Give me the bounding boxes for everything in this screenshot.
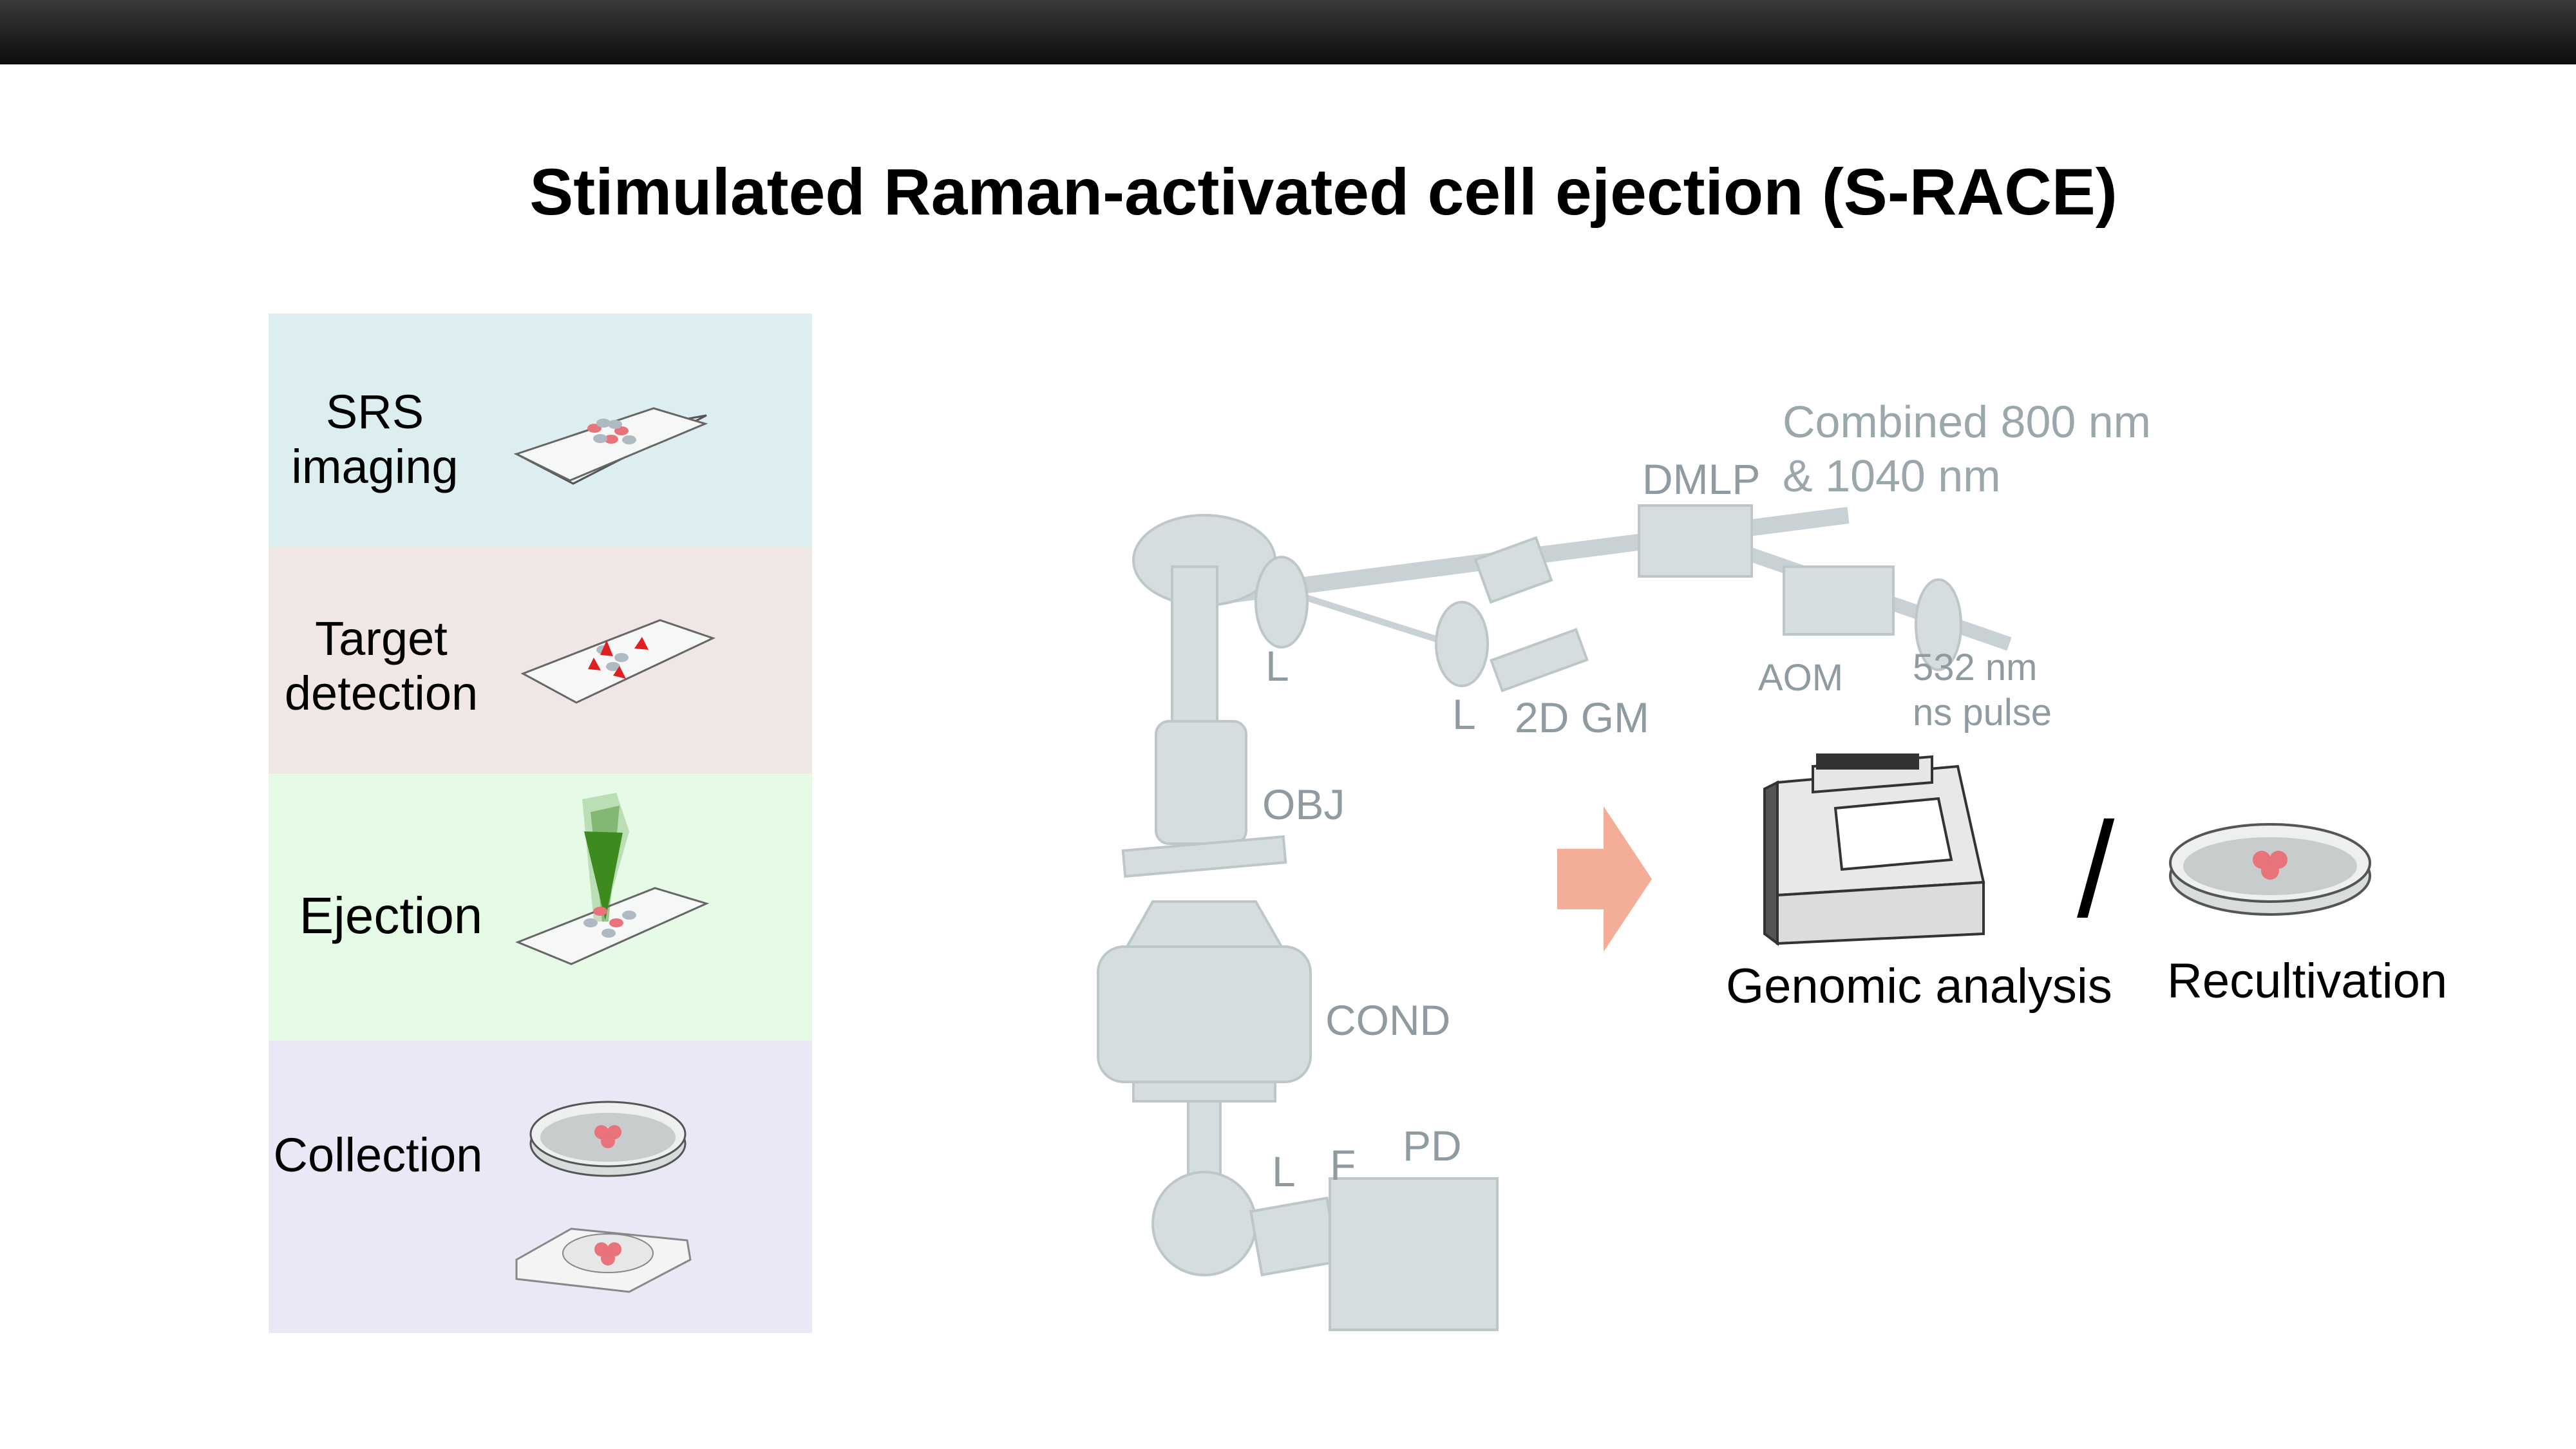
petri-dish-icon (2169, 823, 2371, 916)
pulse-label: 532 nm ns pulse (1913, 647, 2052, 734)
galvo-label: 2D GM (1515, 694, 1650, 741)
objective-icon (1155, 720, 1247, 845)
collection-dish-icon (515, 1101, 692, 1293)
laser-label: Combined 800 nm & 1040 nm (1783, 397, 2151, 501)
condenser-label: COND (1325, 996, 1451, 1044)
step-label: SRS imaging (291, 385, 459, 494)
dmlp-label: DMLP (1642, 455, 1761, 503)
objective-label: OBJ (1262, 781, 1345, 828)
filter-label: F (1330, 1141, 1356, 1189)
dmlp-icon (1638, 504, 1753, 578)
photodiode-icon (1329, 1177, 1499, 1331)
lens-icon (1435, 601, 1489, 687)
lens-label: L (1265, 642, 1289, 690)
aom-icon (1783, 565, 1895, 636)
separator-slash: / (2077, 794, 2115, 945)
step-panel-srs-imaging: SRS imaging (269, 314, 812, 547)
target-detection-icon (520, 619, 715, 704)
photodiode-label: PD (1403, 1122, 1462, 1170)
recultivation-label: Recultivation (2167, 954, 2448, 1009)
sequencer-icon (1763, 753, 1985, 946)
sample-slide-icon (513, 407, 708, 485)
aom-label: AOM (1758, 657, 1844, 699)
step-panel-collection: Collection (269, 1041, 812, 1333)
step-panel-target-detection: Target detection (269, 547, 812, 773)
galvo-mirror-icon (1473, 536, 1553, 604)
condenser-icon (1124, 900, 1284, 948)
genomic-analysis-label: Genomic analysis (1726, 959, 2112, 1014)
top-bar (0, 0, 2576, 64)
lens-label: L (1452, 690, 1476, 738)
lens-label: L (1272, 1148, 1296, 1195)
step-label: Target detection (284, 612, 478, 721)
ejection-icon (515, 793, 710, 965)
flow-arrow-icon (1557, 806, 1652, 952)
step-panel-ejection: Ejection (269, 773, 812, 1041)
step-label: Ejection (299, 887, 483, 944)
step-label: Collection (273, 1128, 483, 1182)
lens-icon (1255, 556, 1309, 649)
page-title: Stimulated Raman-activated cell ejection… (529, 155, 2117, 229)
